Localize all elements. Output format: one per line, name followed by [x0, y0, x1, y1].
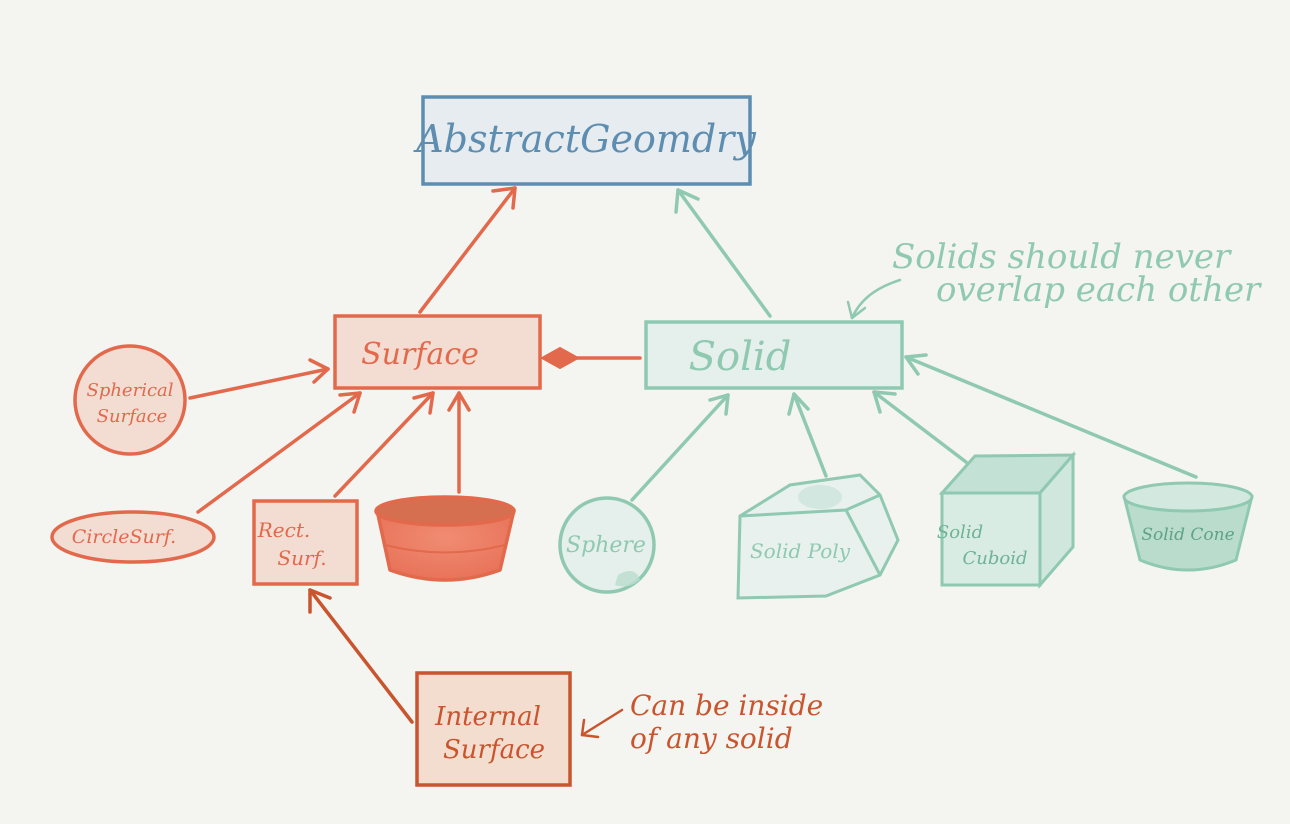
node-solid-cone[interactable]: Solid Cone	[1122, 481, 1254, 572]
note-internal-line2: of any solid	[630, 722, 793, 755]
spherical-surface-line1: Spherical	[86, 380, 173, 401]
note-pointer-solids	[846, 278, 902, 320]
arrow-sphere-to-solid	[630, 393, 730, 502]
note-internal-line1: Can be inside	[630, 689, 823, 722]
node-surface[interactable]: Surface	[333, 314, 542, 390]
node-abstract-geometry[interactable]: AbstractGeomdry	[413, 95, 756, 186]
circle-surf-label: CircleSurf.	[72, 526, 176, 548]
arrow-cuboid-to-solid	[872, 390, 968, 464]
arrow-pot-to-surface	[447, 391, 471, 494]
node-solid-poly[interactable]: Solid Poly	[736, 473, 900, 600]
sphere-shade	[615, 571, 640, 587]
solid-cuboid-line1: Solid	[937, 522, 983, 543]
arrow-spherical-to-surface	[188, 358, 330, 400]
node-pot-shape[interactable]	[374, 495, 516, 582]
note-pointer-internal	[580, 708, 624, 739]
arrow-surface-to-abstract	[418, 186, 517, 314]
node-rect-surf[interactable]: Rect. Surf.	[252, 499, 359, 586]
composition-solid-surface	[541, 347, 642, 369]
note-solids-line1: Solids should never	[892, 237, 1232, 277]
internal-surface-line2: Surface	[443, 735, 545, 765]
spherical-surface-line2: Surface	[97, 406, 168, 427]
node-circle-surf[interactable]: CircleSurf.	[50, 510, 216, 564]
note-internal: Can be inside of any solid	[630, 689, 823, 755]
internal-surface-line1: Internal	[434, 702, 541, 732]
arrow-solid-to-abstract	[674, 188, 772, 318]
surface-label: Surface	[361, 337, 479, 372]
arrow-internal-to-rectsurf	[308, 588, 414, 724]
solid-cuboid-line2: Cuboid	[962, 548, 1027, 569]
solid-cone-label: Solid Cone	[1141, 525, 1234, 545]
node-spherical-surface[interactable]: Spherical Surface	[73, 344, 187, 456]
arrows	[188, 186, 1198, 739]
note-solids: Solids should never overlap each other	[892, 237, 1262, 310]
node-solid-cuboid[interactable]: Solid Cuboid	[937, 450, 1077, 590]
arrow-solidpoly-to-solid	[787, 392, 828, 478]
rect-surf-line2: Surf.	[277, 546, 326, 570]
sphere-label: Sphere	[566, 533, 646, 558]
arrow-circlesurf-to-surface	[196, 391, 362, 514]
note-solids-line2: overlap each other	[936, 270, 1262, 310]
arrow-cone-to-solid	[904, 353, 1198, 479]
arrow-rectsurf-to-surface	[333, 391, 435, 498]
solid-poly-label: Solid Poly	[750, 539, 851, 563]
node-solid[interactable]: Solid	[644, 320, 904, 390]
rect-surf-line1: Rect.	[257, 518, 311, 542]
node-sphere[interactable]: Sphere	[558, 496, 656, 594]
node-internal-surface[interactable]: Internal Surface	[415, 671, 572, 787]
solid-label: Solid	[689, 334, 792, 380]
abstract-geometry-label: AbstractGeomdry	[413, 117, 756, 161]
